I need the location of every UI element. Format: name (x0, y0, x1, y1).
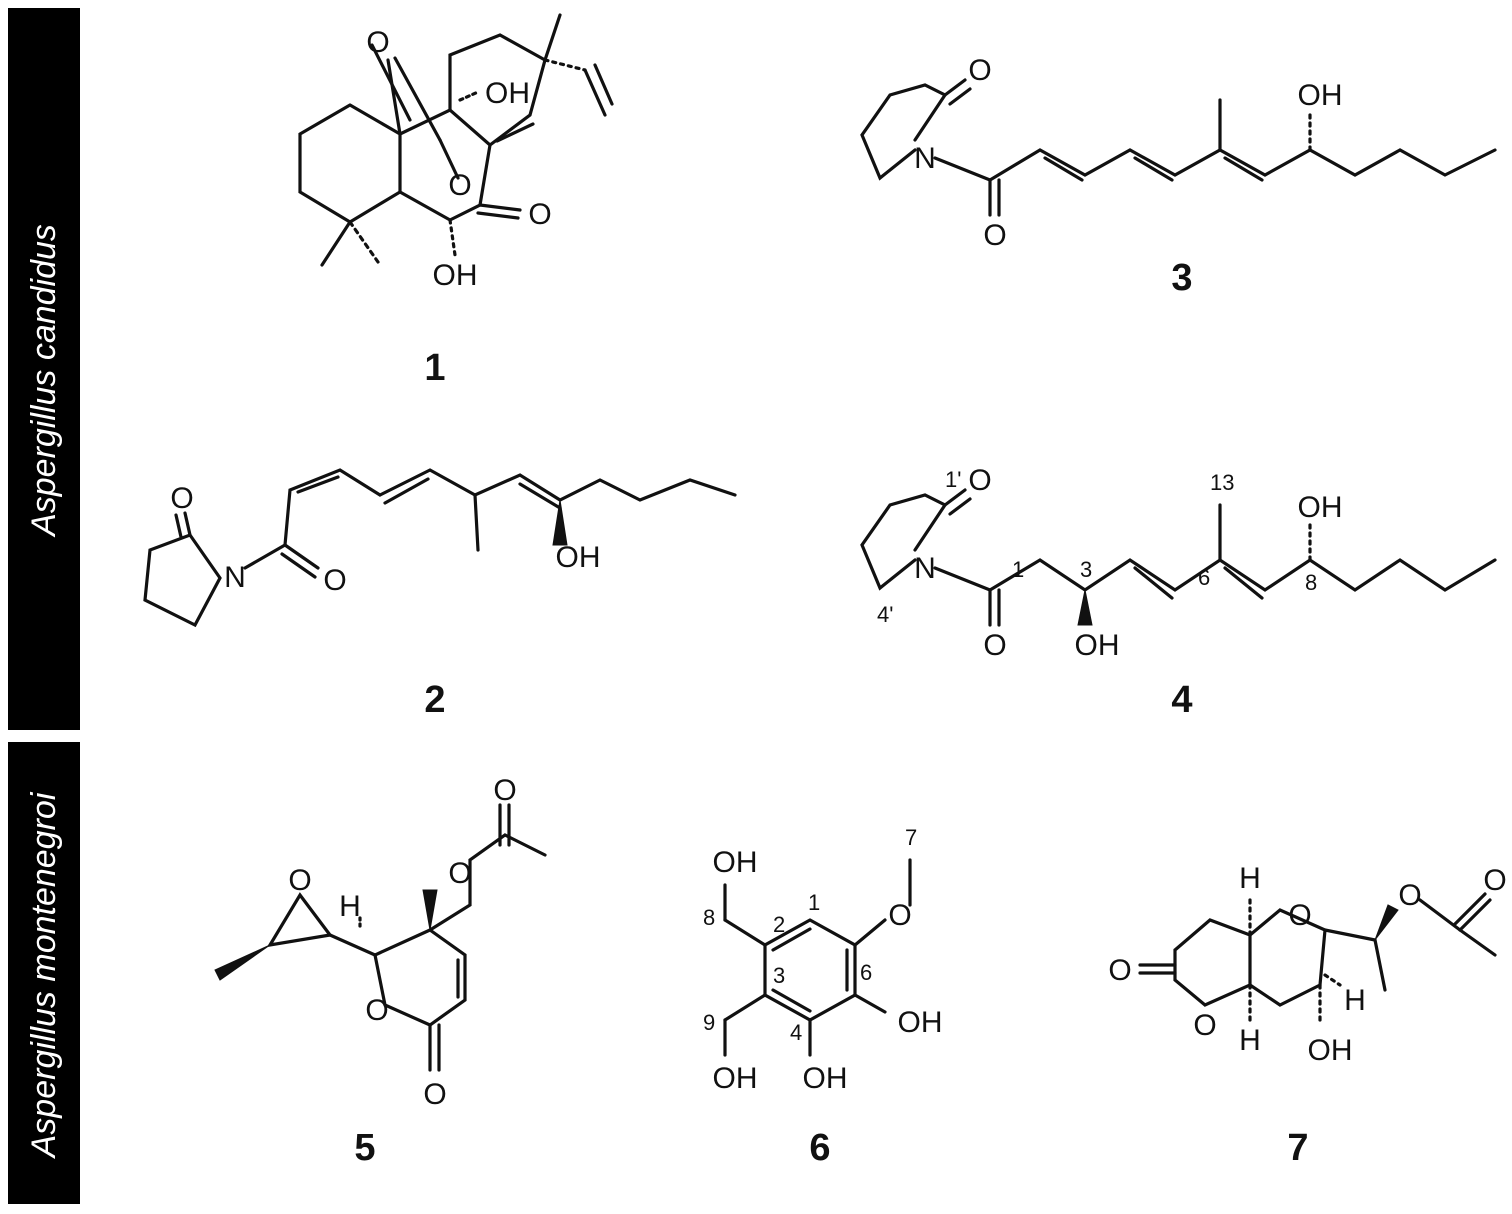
position-label: 3 (1080, 557, 1092, 582)
compound-5-structure: O H O O O O (214, 774, 547, 1111)
position-label: 6 (860, 960, 872, 985)
atom-oh: OH (556, 541, 601, 574)
atom-n: N (914, 142, 936, 175)
atom-oh: OH (1075, 629, 1120, 662)
atom-o: O (983, 219, 1006, 252)
atom-o: O (1483, 864, 1506, 897)
position-label: 1 (1012, 557, 1024, 582)
atom-o: O (528, 198, 551, 231)
atom-o: O (366, 26, 389, 59)
position-label: 1' (945, 467, 961, 492)
atom-oh: OH (485, 77, 530, 110)
position-label: 8 (703, 905, 715, 930)
atom-o: O (423, 1078, 446, 1111)
atom-o: O (288, 864, 311, 897)
position-label: 9 (703, 1010, 715, 1035)
atom-oh: OH (713, 846, 758, 879)
compound-2-label: 2 (424, 679, 445, 721)
compound-4-label: 4 (1171, 679, 1192, 721)
atom-o: O (493, 774, 516, 807)
position-label: 1 (808, 890, 820, 915)
position-label: 8 (1305, 570, 1317, 595)
atom-h: H (1239, 1024, 1261, 1057)
compound-3-label: 3 (1171, 257, 1192, 299)
compound-2-structure: O N O OH (143, 468, 737, 628)
atom-n: N (914, 552, 936, 585)
atom-o: O (323, 564, 346, 597)
atom-o: O (888, 899, 911, 932)
species-label-candidus: Aspergillus candidus (25, 224, 63, 538)
atom-o: O (448, 169, 471, 202)
atom-oh: OH (1298, 491, 1343, 524)
atom-n: N (224, 561, 246, 594)
position-label: 2 (773, 912, 785, 937)
atom-o: O (983, 629, 1006, 662)
atom-o: O (1108, 954, 1131, 987)
atom-h: H (1344, 984, 1366, 1017)
atom-o: O (1193, 1009, 1216, 1042)
compound-5-label: 5 (354, 1127, 375, 1169)
atom-oh: OH (898, 1006, 943, 1039)
compound-6-label: 6 (809, 1127, 830, 1169)
position-label: 13 (1210, 470, 1234, 495)
atom-oh: OH (1298, 79, 1343, 112)
position-label: 3 (773, 963, 785, 988)
atom-o: O (170, 482, 193, 515)
compound-3-structure: O N O OH (860, 54, 1497, 252)
position-label: 4 (790, 1020, 802, 1045)
compound-4-structure: O N O OH OH 1' 1 3 6 13 8 4' (860, 464, 1497, 662)
atom-o: O (968, 54, 991, 87)
atom-oh: OH (713, 1062, 758, 1095)
atom-o: O (448, 857, 471, 890)
atom-oh: OH (803, 1062, 848, 1095)
atom-h: H (339, 890, 361, 923)
atom-o: O (1398, 879, 1421, 912)
position-label: 7 (905, 825, 917, 850)
atom-o: O (968, 464, 991, 497)
position-label: 4' (877, 602, 893, 627)
compound-7-label: 7 (1287, 1127, 1308, 1169)
species-bar-montenegroi: Aspergillus montenegroi (8, 742, 80, 1204)
compound-6-structure: OH O OH OH OH 7 1 2 8 6 3 9 4 (703, 825, 943, 1095)
species-bar-candidus: Aspergillus candidus (8, 8, 80, 730)
compound-7-structure: H O O O H H OH O O (1108, 862, 1506, 1067)
atom-oh: OH (1308, 1034, 1353, 1067)
compound-1-structure: O OH O O OH (298, 13, 614, 292)
atom-h: H (1239, 862, 1261, 895)
species-label-montenegroi: Aspergillus montenegroi (25, 791, 63, 1159)
atom-o: O (365, 994, 388, 1027)
atom-oh: OH (433, 259, 478, 292)
position-label: 6 (1198, 565, 1210, 590)
compound-1-label: 1 (424, 347, 445, 389)
atom-o: O (1288, 899, 1311, 932)
